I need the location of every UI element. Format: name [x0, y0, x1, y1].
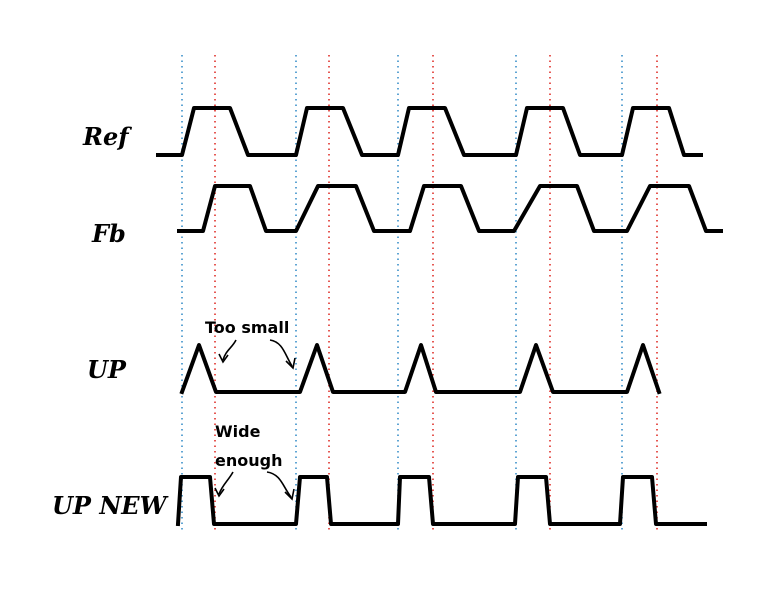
up-signal-label: UP: [87, 355, 127, 384]
guide-lines: [181, 55, 658, 530]
wide-enough-annotation-line1: Wide: [215, 422, 261, 441]
arrow-icon: [285, 357, 296, 370]
wide-enough-annotation-line2: enough: [215, 451, 282, 470]
up-new-signal-label: UP NEW: [52, 491, 169, 520]
ref-waveform: [156, 106, 703, 157]
wide-enough-arrows: [214, 471, 295, 501]
arrow-icon: [218, 353, 229, 364]
arrow-icon: [269, 339, 293, 367]
up-waveform: [179, 343, 662, 395]
too-small-annotation: Too small: [205, 318, 289, 337]
arrow-icon: [284, 488, 295, 501]
fb-waveform: [177, 184, 723, 233]
arrow-icon: [214, 487, 225, 498]
too-small-arrows: [218, 339, 296, 370]
arrow-icon: [266, 471, 292, 498]
up-new-waveform: [175, 475, 707, 527]
arrow-icon: [222, 339, 237, 361]
arrow-icon: [218, 471, 234, 495]
fb-signal-label: Fb: [91, 219, 126, 248]
ref-signal-label: Ref: [82, 122, 132, 151]
